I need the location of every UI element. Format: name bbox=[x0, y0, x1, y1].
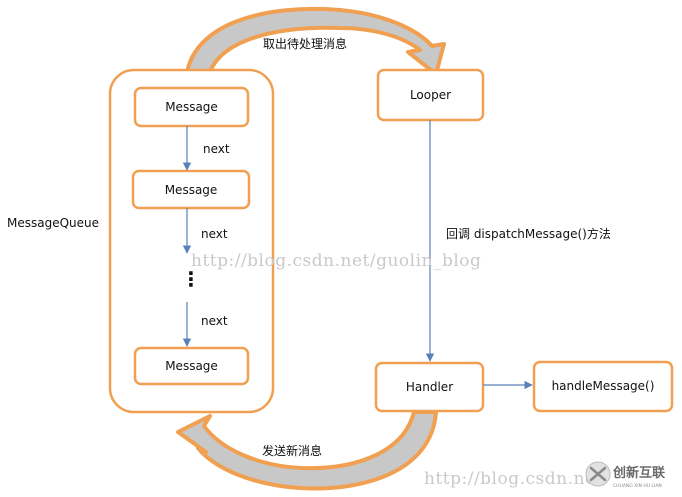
message-box-3-label: Message bbox=[165, 359, 218, 373]
take-message-curved-arrow bbox=[184, 6, 446, 82]
watermark-center: http://blog.csdn.net/guolin_blog bbox=[191, 251, 481, 271]
take-message-label: 取出待处理消息 bbox=[263, 36, 347, 51]
next-label-3: next bbox=[201, 314, 228, 328]
handle-message-box bbox=[532, 360, 674, 413]
send-message-curved-arrow bbox=[176, 410, 438, 491]
handler-label: Handler bbox=[406, 380, 453, 394]
message-queue-label: MessageQueue bbox=[7, 216, 99, 230]
ellipsis: ⋮ bbox=[181, 267, 201, 291]
send-message-label: 发送新消息 bbox=[262, 443, 322, 458]
looper-label: Looper bbox=[410, 88, 451, 102]
next-label-1: next bbox=[203, 142, 230, 156]
handler-box bbox=[374, 361, 485, 413]
brand-logo: 创新互联 CHUANG XIN HU LIAN bbox=[585, 461, 665, 489]
logo-text: 创新互联 bbox=[612, 465, 665, 481]
message-box-1 bbox=[133, 86, 250, 128]
dispatch-label: 回调 dispatchMessage()方法 bbox=[446, 226, 611, 241]
message-box-3 bbox=[133, 346, 250, 386]
logo-subtext: CHUANG XIN HU LIAN bbox=[613, 483, 662, 489]
message-queue-container bbox=[108, 68, 275, 414]
next-label-2: next bbox=[201, 227, 228, 241]
watermark-bottom: http://blog.csdn.ne bbox=[424, 469, 596, 489]
handle-message-label: handleMessage() bbox=[552, 379, 655, 393]
message-box-2-label: Message bbox=[165, 183, 218, 197]
message-box-2 bbox=[131, 169, 251, 210]
message-box-1-label: Message bbox=[165, 100, 218, 114]
